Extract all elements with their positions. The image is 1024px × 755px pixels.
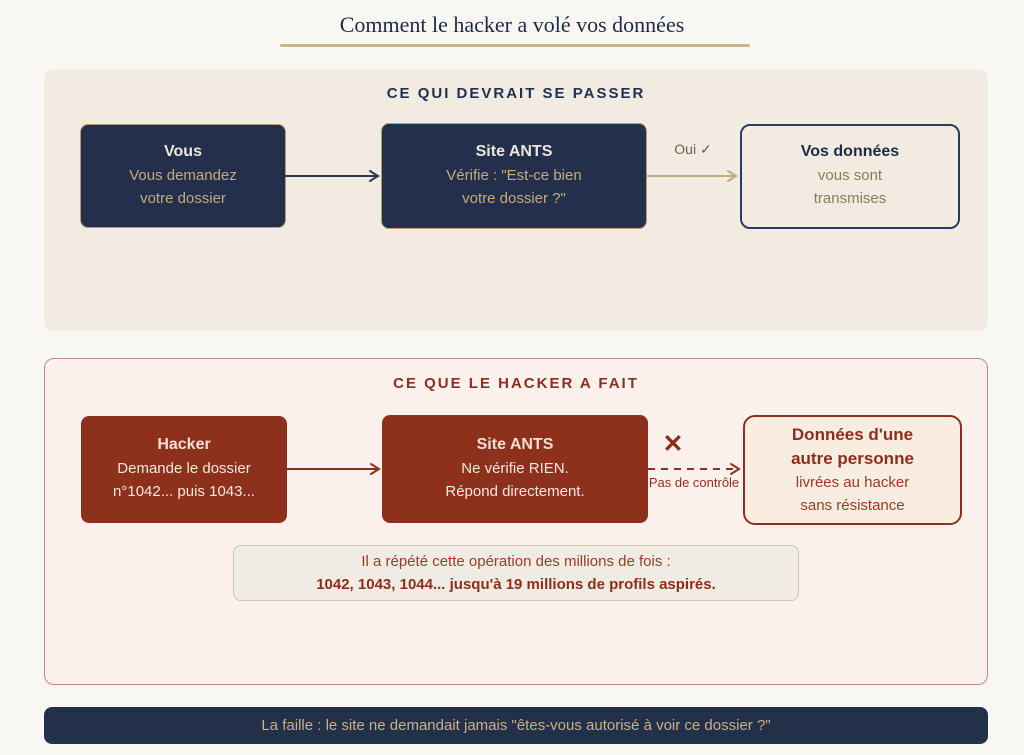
box-other-data-line1: livrées au hacker bbox=[795, 474, 910, 491]
box-hacker: Hacker Demande le dossier n°1042... puis… bbox=[81, 416, 287, 523]
box-hacker-title: Hacker bbox=[157, 436, 211, 453]
arrow-you-to-site-icon bbox=[285, 168, 381, 184]
title-underline bbox=[280, 44, 750, 47]
box-other-person-data: Données d'une autre personne livrées au … bbox=[743, 415, 962, 525]
page-title: Comment le hacker a volé vos données bbox=[339, 12, 685, 37]
panel-expected-heading: CE QUI DEVRAIT SE PASSER bbox=[386, 85, 646, 102]
cross-icon: ✕ bbox=[662, 430, 684, 458]
repeat-note-line1: Il a répété cette opération des millions… bbox=[361, 553, 671, 570]
repeat-note-line2: 1042, 1043, 1044... jusqu'à 19 millions … bbox=[316, 576, 716, 593]
arrow-dashed-no-control-icon bbox=[648, 461, 742, 477]
panel-hacker-heading: CE QUE LE HACKER A FAIT bbox=[393, 375, 639, 392]
box-site-title: Site ANTS bbox=[475, 142, 553, 160]
box-your-data-line1: vous sont bbox=[817, 167, 883, 184]
arrow-site-to-data-icon bbox=[647, 168, 739, 184]
box-your-data: Vos données vous sont transmises bbox=[740, 124, 960, 229]
box-other-data-title1: Données d'une bbox=[791, 425, 914, 444]
panel-hacker-flow: CE QUE LE HACKER A FAIT Hacker Demande l… bbox=[44, 358, 988, 685]
box-site-line2: votre dossier ?" bbox=[462, 189, 566, 207]
repeat-note-box: Il a répété cette opération des millions… bbox=[233, 545, 799, 601]
box-other-data-title2: autre personne bbox=[791, 449, 914, 468]
flaw-summary-bar: La faille : le site ne demandait jamais … bbox=[44, 707, 988, 744]
box-site2-title: Site ANTS bbox=[476, 435, 554, 453]
box-you: Vous Vous demandez votre dossier bbox=[80, 124, 286, 228]
box-site2-line1: Ne vérifie RIEN. bbox=[461, 459, 569, 477]
box-other-data-line2: sans résistance bbox=[800, 497, 905, 514]
box-site2-line2: Répond directement. bbox=[445, 482, 585, 500]
panel-expected-flow: CE QUI DEVRAIT SE PASSER Vous Vous deman… bbox=[44, 69, 988, 331]
box-site-line1: Vérifie : "Est-ce bien bbox=[446, 166, 582, 184]
box-you-line1: Vous demandez bbox=[129, 166, 237, 184]
box-your-data-title: Vos données bbox=[800, 143, 900, 160]
box-hacker-line1: Demande le dossier bbox=[117, 460, 251, 477]
arrow-oui-label: Oui ✓ bbox=[674, 141, 712, 157]
box-you-line2: votre dossier bbox=[140, 189, 226, 207]
box-site-ants-no-check: Site ANTS Ne vérifie RIEN. Répond direct… bbox=[382, 415, 648, 523]
no-control-label: Pas de contrôle bbox=[648, 475, 740, 490]
arrow-hacker-to-site-icon bbox=[286, 461, 382, 477]
box-site-ants-verifies: Site ANTS Vérifie : "Est-ce bien votre d… bbox=[381, 123, 647, 229]
box-hacker-line2: n°1042... puis 1043... bbox=[113, 483, 255, 500]
box-you-title: Vous bbox=[164, 142, 202, 160]
box-your-data-line2: transmises bbox=[813, 190, 887, 207]
